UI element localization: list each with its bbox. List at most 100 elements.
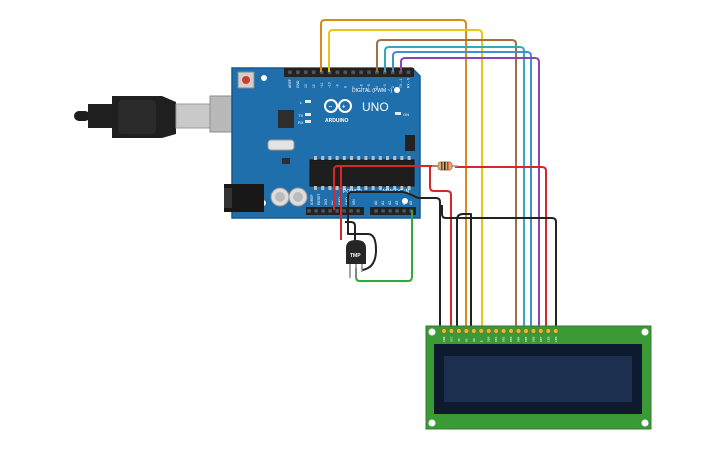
header-pin[interactable]: [343, 70, 348, 75]
header-pin[interactable]: [395, 209, 399, 213]
header-pin[interactable]: [375, 70, 379, 75]
temperature-sensor[interactable]: TMP: [346, 240, 366, 278]
wire-black-sensor-gnd[interactable]: [347, 210, 377, 271]
chip-pin: [378, 156, 382, 160]
header-pin[interactable]: [388, 209, 392, 213]
wire-red-resistor[interactable]: [455, 166, 547, 330]
wires[interactable]: [320, 19, 557, 330]
header-pin[interactable]: [307, 209, 311, 213]
atmega328-pins: [314, 156, 411, 190]
chip-pin: [400, 186, 404, 190]
wire-brown[interactable]: [376, 39, 517, 330]
lcd-pin[interactable]: [463, 328, 470, 334]
header-pin[interactable]: [390, 70, 395, 75]
header-pin[interactable]: [351, 70, 355, 75]
header-pin[interactable]: [406, 70, 411, 75]
header-pin[interactable]: [304, 70, 308, 75]
header-pin[interactable]: [314, 209, 318, 213]
wire-black-sensor[interactable]: [345, 221, 356, 240]
power-header[interactable]: [306, 207, 364, 215]
digital-pin-label: ~9: [336, 84, 340, 88]
lcd-pin[interactable]: [515, 328, 522, 334]
lcd-pin-label: E: [479, 340, 483, 342]
chip-pin: [357, 156, 361, 160]
wire-black-lcd-led[interactable]: [441, 205, 557, 330]
usb-plug-connector: [175, 103, 211, 129]
lcd-pin[interactable]: [545, 328, 551, 334]
lcd-pin[interactable]: [500, 328, 507, 334]
wire-orange[interactable]: [320, 19, 467, 330]
lcd-pin[interactable]: [456, 328, 462, 334]
digital-pin-label: AREF: [288, 79, 292, 88]
header-pin[interactable]: [288, 70, 292, 75]
wire-yellow[interactable]: [328, 29, 483, 330]
chip-pin: [335, 156, 339, 160]
power-header-pins: [307, 209, 360, 213]
wire-purple[interactable]: [400, 57, 540, 330]
lcd-pin[interactable]: [441, 328, 447, 334]
header-pin[interactable]: [319, 70, 324, 75]
lcd-pin[interactable]: [486, 328, 492, 334]
lcd-pin[interactable]: [538, 328, 544, 334]
header-pin[interactable]: [335, 209, 339, 213]
mount-hole: [261, 75, 267, 81]
lcd-pin-header[interactable]: [441, 328, 559, 334]
wire-black-gnd[interactable]: [347, 191, 441, 330]
header-pin[interactable]: [311, 70, 316, 75]
resistor[interactable]: [432, 161, 458, 171]
chip-pin: [407, 156, 411, 160]
header-pin[interactable]: [342, 209, 346, 213]
lcd-pin[interactable]: [448, 328, 455, 334]
header-pin[interactable]: [398, 70, 403, 75]
chip-pin: [386, 156, 389, 160]
usb-cable-strain-relief: [74, 111, 90, 121]
lcd-pin[interactable]: [493, 328, 499, 334]
led-tx-label: TX: [298, 113, 303, 118]
header-pin[interactable]: [321, 209, 325, 213]
lcd-pin[interactable]: [508, 328, 514, 334]
header-pin[interactable]: [356, 209, 360, 213]
header-pin[interactable]: [327, 70, 332, 75]
crystal-oscillator: [267, 139, 295, 151]
atmega328-chip: [309, 159, 415, 187]
analog-pin-label: A3: [395, 201, 399, 205]
header-pin[interactable]: [349, 209, 353, 213]
wire-red-lcd-vcc[interactable]: [429, 166, 452, 330]
header-pin[interactable]: [335, 70, 340, 75]
wire-green-a0[interactable]: [355, 210, 413, 282]
header-pin[interactable]: [402, 209, 406, 213]
wire-teal[interactable]: [384, 46, 525, 330]
header-pin[interactable]: [367, 70, 371, 75]
header-pin[interactable]: [381, 209, 385, 213]
header-pin[interactable]: [296, 70, 300, 75]
lcd-pin[interactable]: [553, 328, 559, 334]
lcd-pin[interactable]: [478, 328, 484, 334]
model-label: UNO: [362, 100, 389, 114]
analog-header[interactable]: [370, 207, 416, 215]
lcd-pin-label: DB0: [487, 336, 491, 342]
header-pin[interactable]: [359, 70, 363, 75]
wire-blue[interactable]: [392, 51, 532, 330]
header-pin[interactable]: [374, 209, 378, 213]
header-pin[interactable]: [383, 70, 387, 75]
logo-minus-icon: −: [329, 105, 333, 111]
arduino-logo: − + ARDUINO: [324, 99, 352, 124]
chip-pin: [400, 156, 404, 160]
voltage-regulator: [282, 158, 290, 164]
header-pin[interactable]: [328, 209, 332, 213]
lcd-pin[interactable]: [530, 328, 537, 334]
wire-red-5v[interactable]: [333, 165, 437, 210]
lcd-pin-label: DB2: [502, 336, 506, 342]
wire-black-lcd-rw[interactable]: [456, 213, 472, 330]
lcd-pin[interactable]: [523, 328, 529, 334]
reset-button-cap: [242, 76, 250, 84]
lcd-pin[interactable]: [471, 328, 477, 334]
chip-pin: [371, 186, 375, 190]
digital-header[interactable]: [284, 68, 414, 77]
sensor-label: TMP: [350, 253, 361, 259]
